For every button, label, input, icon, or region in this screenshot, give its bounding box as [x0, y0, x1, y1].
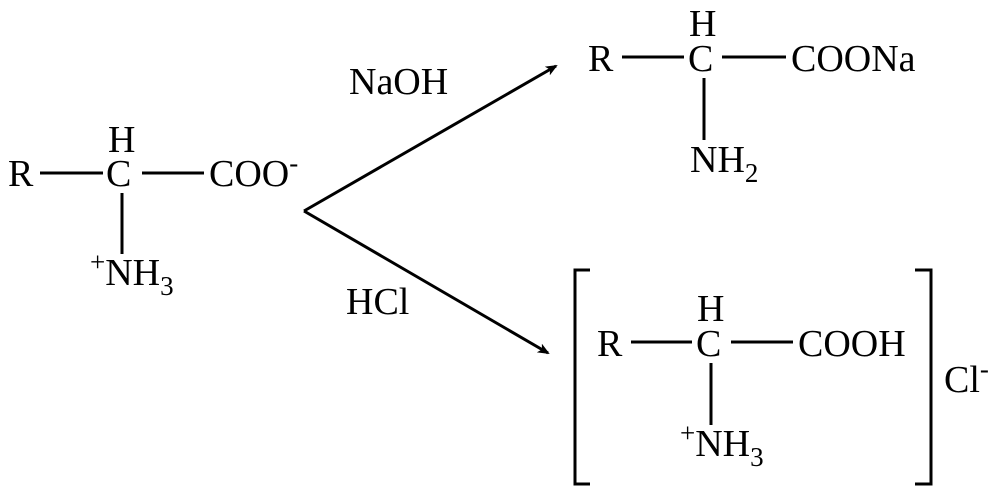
reactant-group-charge: -	[289, 148, 298, 178]
base-product-structure: R H C COONa NH2	[588, 3, 916, 188]
base-amine: NH2	[690, 139, 758, 188]
base-c-label: C	[688, 38, 713, 80]
acid-amine-charge: +	[680, 418, 695, 448]
reactant-carboxylate: COO-	[209, 148, 298, 195]
base-group-label: COONa	[791, 38, 916, 80]
reactant-h-label: H	[108, 119, 135, 161]
acid-amine-label: NH	[695, 423, 750, 465]
arrow-to-acid-product	[303, 209, 550, 355]
acid-r-label: R	[597, 323, 623, 365]
acid-amine-subscript: 3	[750, 442, 764, 472]
base-r-label: R	[588, 38, 614, 80]
reagent-hcl-label: HCl	[346, 281, 409, 323]
acid-c-label: C	[696, 323, 721, 365]
counter-ion: Cl-	[944, 354, 989, 401]
reactant-c-label: C	[106, 153, 131, 195]
reagent-naoh-label: NaOH	[349, 61, 448, 103]
base-amine-label: NH	[690, 139, 745, 181]
acid-group-label: COOH	[798, 323, 906, 365]
reactant-amine-subscript: 3	[160, 271, 174, 301]
acid-h-label: H	[697, 288, 724, 330]
reactant-structure: R H C COO- +NH3	[8, 119, 298, 301]
reactant-amine-charge: +	[90, 247, 105, 277]
reactant-group-label: COO	[209, 153, 289, 195]
right-bracket	[915, 268, 933, 486]
acid-amine: +NH3	[680, 418, 764, 472]
reactant-amine-label: NH	[105, 252, 160, 294]
arrow-to-base-product	[303, 64, 558, 213]
base-h-label: H	[689, 3, 716, 45]
left-bracket	[573, 268, 590, 486]
counter-ion-charge: -	[980, 354, 989, 384]
acid-product-structure: R H C COOH +NH3 Cl-	[573, 268, 989, 486]
base-amine-subscript: 2	[745, 158, 759, 188]
reactant-amine: +NH3	[90, 247, 174, 301]
counter-ion-label: Cl	[944, 359, 980, 401]
reactant-r-label: R	[8, 153, 34, 195]
